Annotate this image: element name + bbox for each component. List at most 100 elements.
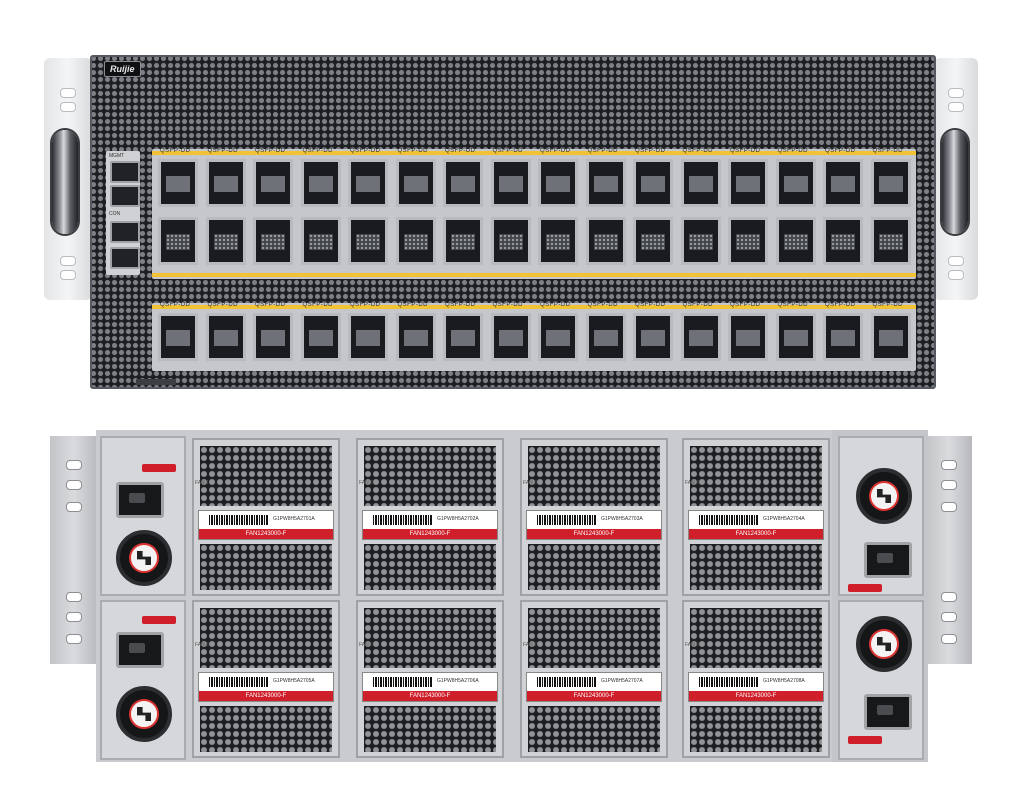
rear-left-mounting-ear — [50, 436, 98, 664]
qsfp-port[interactable] — [443, 313, 483, 361]
console-port-2[interactable] — [110, 247, 140, 269]
front-right-handle[interactable] — [942, 130, 968, 234]
fan-model-number: FAN1243000-F — [527, 529, 661, 539]
qsfp-port[interactable] — [870, 313, 911, 361]
psu-2[interactable] — [100, 600, 186, 760]
port-group-label: QSFP-DD — [207, 302, 238, 308]
port-group-label: QSFP-DD — [397, 148, 428, 154]
port-group-label: QSFP-DD — [730, 302, 761, 308]
qsfp-port[interactable] — [538, 217, 578, 265]
brand-logo: Ruijie — [104, 61, 141, 77]
qsfp-port[interactable] — [490, 313, 531, 361]
qsfp-port[interactable] — [775, 217, 816, 265]
qsfp-port[interactable] — [443, 217, 483, 265]
qsfp-port[interactable] — [490, 159, 531, 207]
qsfp-port[interactable] — [158, 217, 198, 265]
port-group-label: QSFP-DD — [872, 302, 903, 308]
qsfp-port[interactable] — [348, 313, 388, 361]
port-bank-upper: QSFP-DD QSFP-DD QSFP-DD QSFP-DD QSFP-DD QSFP-… — [152, 148, 916, 279]
qsfp-port[interactable] — [300, 159, 341, 207]
qsfp-port[interactable] — [633, 159, 673, 207]
port-group-label: QSFP-DD — [350, 148, 381, 154]
qsfp-port[interactable] — [633, 217, 673, 265]
qsfp-port[interactable] — [538, 159, 578, 207]
qsfp-port[interactable] — [395, 217, 436, 265]
barcode — [537, 677, 597, 687]
qsfp-port[interactable] — [585, 313, 626, 361]
port-group-label: QSFP-DD — [207, 148, 238, 154]
psu-1[interactable] — [100, 436, 186, 596]
qsfp-port[interactable] — [158, 313, 198, 361]
qsfp-port[interactable] — [348, 217, 388, 265]
fan-model-number: FAN1243000-F — [363, 529, 497, 539]
fan-slot-label: FAN 1 — [195, 480, 209, 486]
barcode — [537, 515, 597, 525]
port-group-label: QSFP-DD — [445, 148, 476, 154]
qsfp-port[interactable] — [395, 159, 436, 207]
qsfp-port[interactable] — [205, 313, 246, 361]
qsfp-port[interactable] — [585, 159, 626, 207]
qsfp-port[interactable] — [728, 159, 768, 207]
qsfp-port[interactable] — [823, 313, 863, 361]
qsfp-port[interactable] — [633, 313, 673, 361]
qsfp-port[interactable] — [300, 217, 341, 265]
psu-4[interactable] — [838, 600, 924, 760]
qsfp-port[interactable] — [253, 159, 293, 207]
qsfp-port[interactable] — [728, 313, 768, 361]
port-group-label: QSFP-DD — [825, 148, 856, 154]
console-port-1[interactable] — [110, 221, 140, 243]
qsfp-port[interactable] — [680, 313, 721, 361]
qsfp-port[interactable] — [680, 159, 721, 207]
front-left-handle[interactable] — [52, 130, 78, 234]
psu-3[interactable] — [838, 436, 924, 596]
qsfp-port[interactable] — [205, 159, 246, 207]
qsfp-port[interactable] — [585, 217, 626, 265]
qsfp-port[interactable] — [348, 159, 388, 207]
qsfp-port[interactable] — [823, 159, 863, 207]
qsfp-port[interactable] — [775, 313, 816, 361]
qsfp-port[interactable] — [158, 159, 198, 207]
qsfp-port[interactable] — [253, 313, 293, 361]
qsfp-port[interactable] — [253, 217, 293, 265]
port-group-label: QSFP-DD — [872, 148, 903, 154]
fan-serial-number: G1PW8H5A2703A — [601, 516, 643, 522]
fan-model-number: FAN1243000-F — [199, 691, 333, 701]
port-group-label: QSFP-DD — [255, 302, 286, 308]
qsfp-port[interactable] — [300, 313, 341, 361]
qsfp-port[interactable] — [823, 217, 863, 265]
qsfp-port[interactable] — [205, 217, 246, 265]
qsfp-port[interactable] — [490, 217, 531, 265]
fan-model-number: FAN1243000-F — [363, 691, 497, 701]
mgmt-port-2[interactable] — [110, 185, 140, 207]
qsfp-port[interactable] — [728, 217, 768, 265]
fan-serial-number: G1PW8H5A2702A — [437, 516, 479, 522]
port-group-label: QSFP-DD — [492, 148, 523, 154]
qsfp-port[interactable] — [395, 313, 436, 361]
port-group-label: QSFP-DD — [302, 302, 333, 308]
qsfp-port[interactable] — [870, 217, 911, 265]
fan-model-number: FAN1243000-F — [689, 529, 823, 539]
barcode — [373, 515, 433, 525]
qsfp-port[interactable] — [870, 159, 911, 207]
port-group-label: QSFP-DD — [255, 148, 286, 154]
pull-out-tag-slot[interactable] — [136, 379, 176, 385]
qsfp-port[interactable] — [680, 217, 721, 265]
port-group-label: QSFP-DD — [540, 148, 571, 154]
qsfp-port[interactable] — [443, 159, 483, 207]
qsfp-port[interactable] — [775, 159, 816, 207]
qsfp-port[interactable] — [538, 313, 578, 361]
mgmt-port-1[interactable] — [110, 161, 140, 183]
